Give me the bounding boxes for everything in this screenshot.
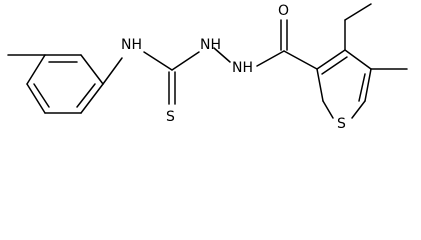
bond bbox=[213, 47, 231, 63]
bond bbox=[143, 51, 173, 71]
bond bbox=[351, 100, 366, 119]
thioamide-nh-label: NH bbox=[121, 37, 142, 53]
tolyl-ring bbox=[26, 54, 104, 114]
aromatic-bond bbox=[321, 56, 348, 75]
bond bbox=[344, 49, 372, 70]
ethyl-bond bbox=[344, 3, 372, 21]
aromatic-bond bbox=[358, 73, 366, 102]
ring-sulfur-label: S bbox=[337, 116, 346, 132]
bond bbox=[364, 68, 372, 102]
molecule-structure: NH S NH NH O S bbox=[7, 3, 408, 132]
bond bbox=[256, 50, 285, 67]
bond bbox=[102, 57, 123, 85]
bond bbox=[80, 83, 104, 114]
bond bbox=[26, 54, 46, 85]
bond bbox=[171, 51, 200, 71]
thione-sulfur-label: S bbox=[166, 109, 175, 125]
bond bbox=[316, 49, 346, 70]
thiophene-ring bbox=[316, 49, 372, 119]
bond bbox=[80, 54, 104, 85]
hydrazine-nh-2-label: NH bbox=[232, 60, 253, 76]
aromatic-bond bbox=[76, 83, 96, 108]
carbonyl-oxygen-label: O bbox=[278, 3, 289, 19]
bond bbox=[316, 68, 324, 102]
bond bbox=[26, 83, 46, 114]
aromatic-bond bbox=[33, 83, 50, 108]
bond bbox=[322, 100, 334, 119]
bond bbox=[283, 50, 318, 70]
